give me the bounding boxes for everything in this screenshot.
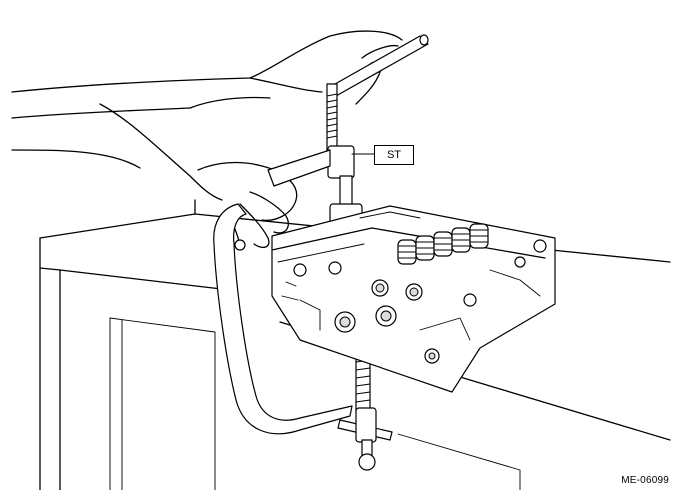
c-clamp-frame xyxy=(213,203,393,471)
figure-code: ME-06099 xyxy=(621,475,669,486)
special-tool-callout: ST xyxy=(374,145,414,165)
head-detail-lines xyxy=(281,211,541,341)
callout-label: ST xyxy=(386,149,402,161)
upper-hand xyxy=(11,30,403,119)
lower-hand xyxy=(11,103,298,249)
valve-springs xyxy=(397,223,489,265)
head-ports xyxy=(293,239,547,364)
cylinder-head xyxy=(271,205,556,393)
